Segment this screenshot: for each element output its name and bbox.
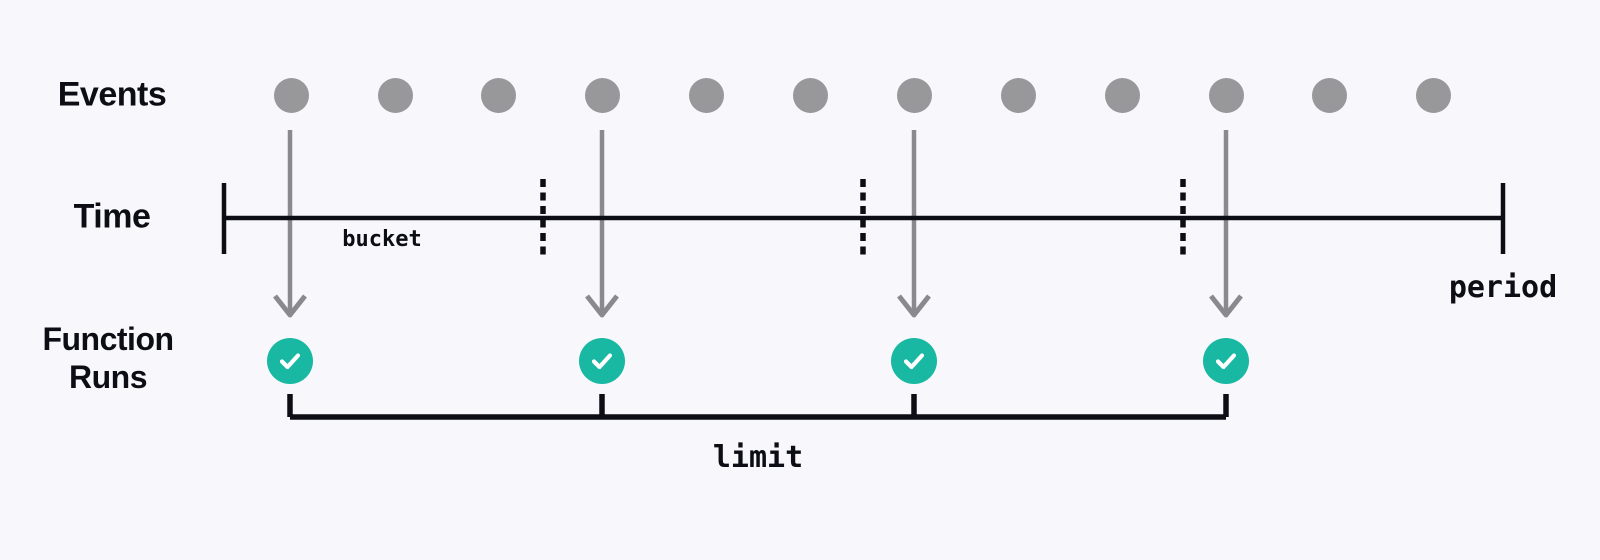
down-arrow-icon xyxy=(273,294,307,318)
function-runs-row-label: Function Runs xyxy=(42,320,174,396)
event-dot xyxy=(1104,77,1140,113)
event-dot xyxy=(1311,77,1347,113)
bucket-label: bucket xyxy=(342,227,422,252)
event-dot xyxy=(1415,77,1451,113)
function-runs-label-line1: Function xyxy=(42,321,174,357)
event-dot xyxy=(584,77,620,113)
event-dot xyxy=(1208,77,1244,113)
time-row-label: Time xyxy=(73,197,151,236)
limit-label: limit xyxy=(712,440,804,475)
checkmark-glyph xyxy=(591,353,613,370)
down-arrow-icon xyxy=(1209,294,1243,318)
period-label: period xyxy=(1448,270,1558,305)
function-run-check-icon xyxy=(891,338,937,384)
checkmark-glyph xyxy=(903,353,925,370)
checkmark-glyph xyxy=(279,353,301,370)
function-run-check-icon xyxy=(579,338,625,384)
function-run-check-icon xyxy=(267,338,313,384)
event-dot xyxy=(688,77,724,113)
checkmark-glyph xyxy=(1215,353,1237,370)
event-dot xyxy=(377,77,413,113)
function-run-check-icon xyxy=(1203,338,1249,384)
event-dot xyxy=(896,77,932,113)
event-dot xyxy=(480,77,516,113)
event-dot xyxy=(1000,77,1036,113)
down-arrow-icon xyxy=(897,294,931,318)
event-dot xyxy=(273,77,309,113)
function-runs-label-line2: Runs xyxy=(68,359,148,395)
event-dot xyxy=(792,77,828,113)
down-arrow-icon xyxy=(585,294,619,318)
events-row-label: Events xyxy=(57,75,167,114)
